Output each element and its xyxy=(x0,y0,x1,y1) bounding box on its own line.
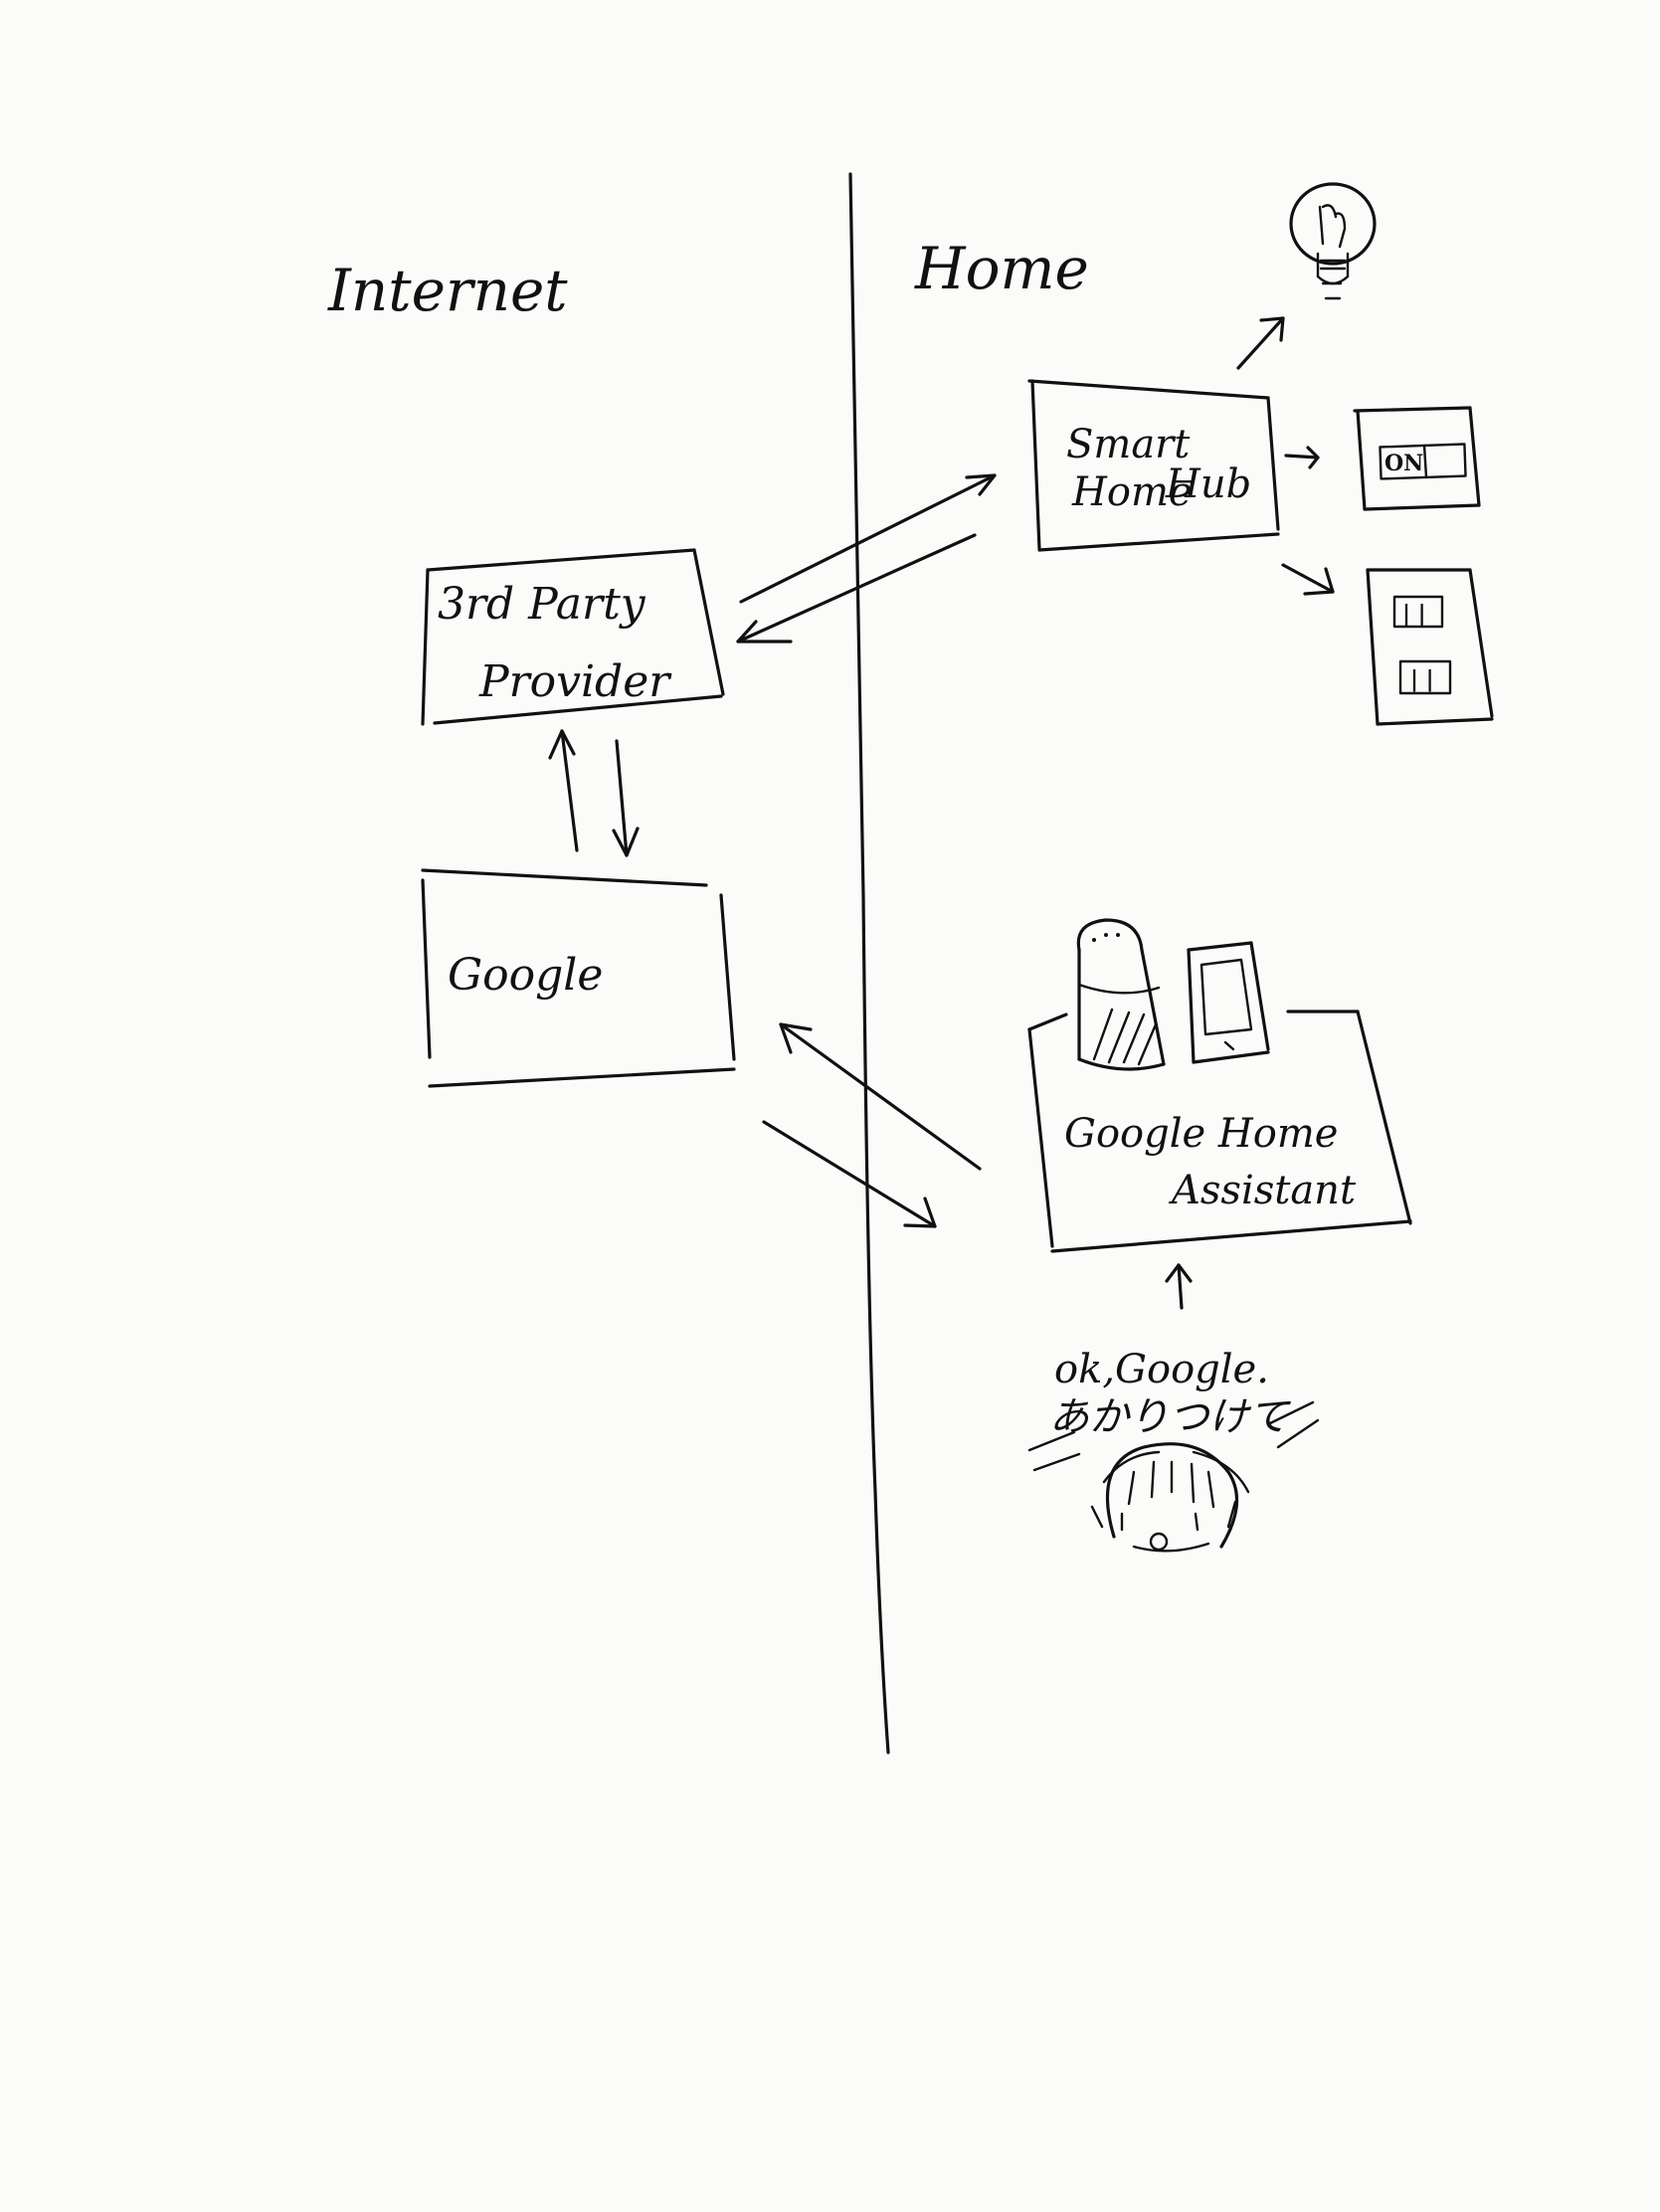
switch-on-label: ON xyxy=(1384,451,1423,476)
google-label: Google xyxy=(448,950,603,1001)
arrow-google-to-assistant xyxy=(762,1120,937,1228)
arrow-hub-to-bulb xyxy=(1236,316,1285,370)
speech-line-1: ok,Google. xyxy=(1054,1347,1269,1392)
wall-outlet-icon xyxy=(1366,568,1494,726)
outlet-top-slots: | | xyxy=(1402,601,1426,627)
google-home-assistant-box xyxy=(1027,1010,1412,1253)
arrow-provider-to-hub xyxy=(739,473,997,604)
hub-label-home: Home xyxy=(1071,469,1193,515)
hub-label-hub: Hub xyxy=(1165,461,1251,507)
assistant-label-line1: Google Home xyxy=(1064,1111,1338,1157)
smartphone-icon xyxy=(1187,941,1270,1064)
hub-label-smart: Smart xyxy=(1066,422,1191,467)
google-box xyxy=(421,868,736,1088)
wall-switch-icon xyxy=(1353,406,1481,511)
arrow-hub-to-outlet xyxy=(1281,563,1335,596)
arrow-assistant-to-google xyxy=(779,1022,982,1171)
home-region-label: Home xyxy=(914,235,1089,302)
internet-home-divider xyxy=(848,172,890,1754)
provider-label-line2: Provider xyxy=(478,656,672,707)
arrow-provider-to-google xyxy=(612,739,640,857)
outlet-bottom-slots: | | xyxy=(1410,666,1434,692)
arrow-hub-to-provider xyxy=(736,533,977,644)
internet-region-label: Internet xyxy=(327,257,568,324)
google-home-speaker-icon xyxy=(1076,918,1166,1071)
assistant-label-line2: Assistant xyxy=(1168,1168,1357,1213)
smart-home-hub-box xyxy=(1027,379,1280,552)
speaking-person-icon xyxy=(1027,1400,1320,1553)
provider-box xyxy=(421,548,725,726)
arrow-user-to-assistant xyxy=(1165,1263,1193,1310)
arrow-hub-to-switch xyxy=(1284,446,1320,469)
arrow-google-to-provider xyxy=(548,729,579,852)
speech-line-2: あかりつけて xyxy=(1049,1394,1291,1440)
provider-label-line1: 3rd Party xyxy=(438,579,646,630)
light-bulb-icon xyxy=(1289,182,1377,300)
